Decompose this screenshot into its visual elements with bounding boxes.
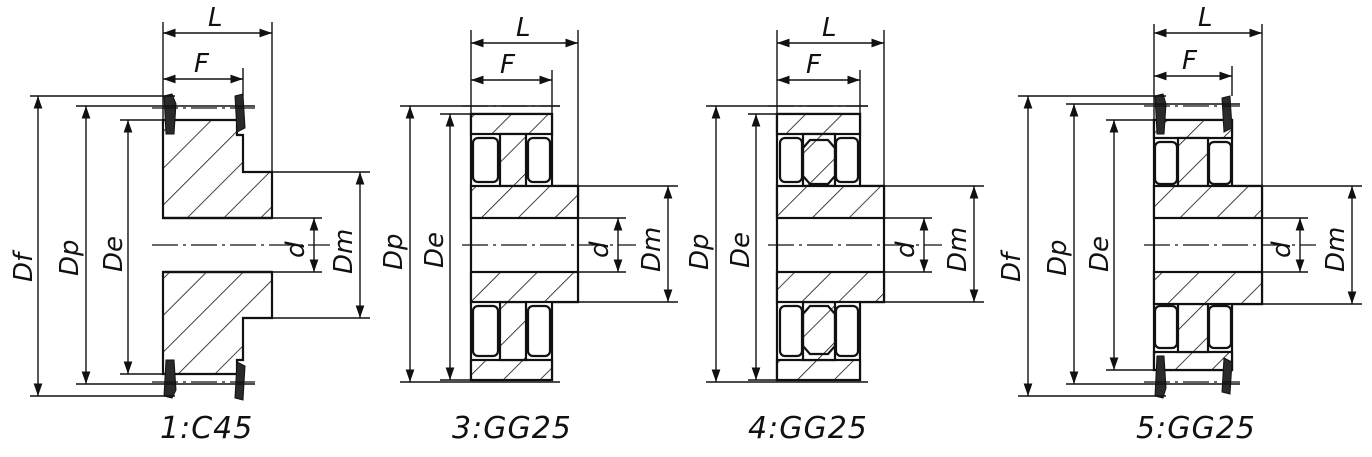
- caption-view-1: 1:C45: [160, 411, 253, 446]
- dim-label-d: d: [1267, 241, 1297, 258]
- dim-label-De: De: [420, 232, 450, 268]
- dim-label-Dp: Dp: [379, 233, 409, 270]
- dim-label-d: d: [891, 241, 921, 258]
- pulley-view-5: L F Df Dp De d Dm 5:GG25: [997, 3, 1362, 446]
- dim-label-Df: Df: [997, 249, 1027, 282]
- pulley-5-rim-top: [1152, 118, 1234, 140]
- dim-label-L: L: [208, 3, 223, 33]
- dim-label-Df: Df: [9, 249, 39, 282]
- pulley-view-1: L F Df Dp De d Dm 1:C45: [9, 3, 370, 446]
- pulley-5-flange-top-left: [1154, 93, 1167, 135]
- pulley-3-rim-bottom: [469, 358, 554, 382]
- dim-label-L: L: [1198, 3, 1213, 33]
- caption-view-4: 4:GG25: [748, 411, 868, 446]
- pulley-4-rim-bottom: [775, 358, 862, 382]
- dim-label-L: L: [516, 13, 531, 43]
- pulley-5-flange-bottom-left: [1154, 355, 1167, 399]
- dim-label-De: De: [726, 232, 756, 268]
- dim-label-F: F: [806, 50, 822, 80]
- pulley-5-flange-bottom-right: [1221, 357, 1233, 395]
- pulley-view-4: L F Dp De d Dm 4:GG25: [685, 13, 984, 446]
- pulley-4-hub-bottom: [775, 270, 886, 304]
- pulley-1-flange-top-left: [163, 93, 177, 135]
- pulley-4-rim-top: [775, 112, 862, 136]
- dim-label-Dp: Dp: [1043, 239, 1073, 276]
- pulley-3-web-bottom: [498, 300, 528, 362]
- pulley-5-flange-top-right: [1221, 95, 1233, 133]
- caption-view-5: 5:GG25: [1136, 411, 1256, 446]
- dim-label-De: De: [99, 236, 129, 272]
- dim-label-Dm: Dm: [943, 227, 973, 272]
- dim-label-Dm: Dm: [329, 229, 359, 274]
- pulley-view-3: L F Dp De d Dm 3:GG25: [379, 13, 678, 446]
- dim-label-Dp: Dp: [685, 233, 715, 270]
- pulley-5-web-bottom: [1176, 302, 1210, 354]
- dim-label-F: F: [500, 50, 516, 80]
- pulley-1-upper-section: [161, 118, 274, 220]
- pulley-5-hub-bottom: [1152, 270, 1264, 306]
- dim-label-Dp: Dp: [55, 239, 85, 276]
- caption-view-3: 3:GG25: [452, 411, 572, 446]
- pulley-1-flange-bottom-left: [163, 359, 177, 399]
- dim-label-d: d: [585, 241, 615, 258]
- pulley-3-hub-bottom: [469, 270, 580, 304]
- pulley-1-flange-bottom-right: [234, 361, 246, 401]
- dim-label-De: De: [1085, 236, 1115, 272]
- pulley-1-flange-top-right: [234, 93, 246, 133]
- dim-label-F: F: [1182, 46, 1198, 76]
- pulley-1-lower-section: [161, 270, 274, 376]
- pulley-5-hub-top: [1152, 184, 1264, 220]
- dim-label-Dm: Dm: [1321, 227, 1351, 272]
- dim-label-L: L: [822, 13, 837, 43]
- dim-label-F: F: [194, 49, 210, 79]
- pulley-3-rim-top: [469, 112, 554, 136]
- pulley-4-hub-top: [775, 184, 886, 220]
- pulley-5-rim-bottom: [1152, 350, 1234, 372]
- pulley-5-web-top: [1176, 136, 1210, 188]
- dim-label-d: d: [281, 241, 311, 258]
- dim-label-Dm: Dm: [637, 227, 667, 272]
- pulley-3-web-top: [498, 132, 528, 188]
- pulley-3-hub-top: [469, 184, 580, 220]
